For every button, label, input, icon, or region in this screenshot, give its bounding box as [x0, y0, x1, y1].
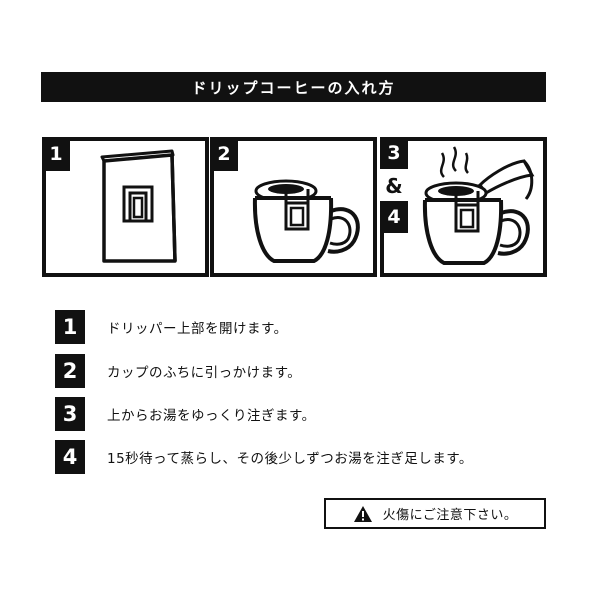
page-title: ドリップコーヒーの入れ方: [191, 78, 396, 97]
step-text: カップのふちに引っかけます。: [107, 365, 302, 381]
illustration-panel-1: 1: [42, 137, 209, 277]
panel-ampersand: &: [380, 169, 408, 203]
illustration-panel-3-4: 3 & 4: [380, 137, 547, 277]
cup-with-drip-bag-illustration: [252, 179, 360, 263]
step-number: 1: [55, 310, 85, 344]
step-number: 2: [55, 354, 85, 388]
step-number: 4: [55, 440, 85, 474]
illustration-panel-2: 2: [210, 137, 377, 277]
pouring-water-illustration: [422, 146, 535, 265]
step-item-2: 2 カップのふちに引っかけます。: [55, 354, 301, 388]
warning-text: 火傷にご注意下さい。: [382, 508, 518, 523]
drip-bag-package-illustration: [100, 149, 177, 263]
panel-number-3: 3: [380, 137, 408, 169]
step-number: 3: [55, 397, 85, 431]
step-text: ドリッパー上部を開けます。: [107, 321, 288, 337]
panel-number-4: 4: [380, 201, 408, 233]
page-title-bar: ドリップコーヒーの入れ方: [41, 72, 546, 102]
panel-number-2: 2: [210, 137, 238, 171]
burn-warning-notice: 火傷にご注意下さい。: [324, 498, 546, 529]
step-text: 15秒待って蒸らし、その後少しずつお湯を注ぎ足します。: [107, 451, 473, 467]
panel-number-1: 1: [42, 137, 70, 171]
step-item-1: 1 ドリッパー上部を開けます。: [55, 310, 288, 344]
step-item-3: 3 上からお湯をゆっくり注ぎます。: [55, 397, 316, 431]
warning-triangle-icon: [353, 505, 373, 523]
step-text: 上からお湯をゆっくり注ぎます。: [107, 408, 316, 424]
step-item-4: 4 15秒待って蒸らし、その後少しずつお湯を注ぎ足します。: [55, 440, 473, 474]
